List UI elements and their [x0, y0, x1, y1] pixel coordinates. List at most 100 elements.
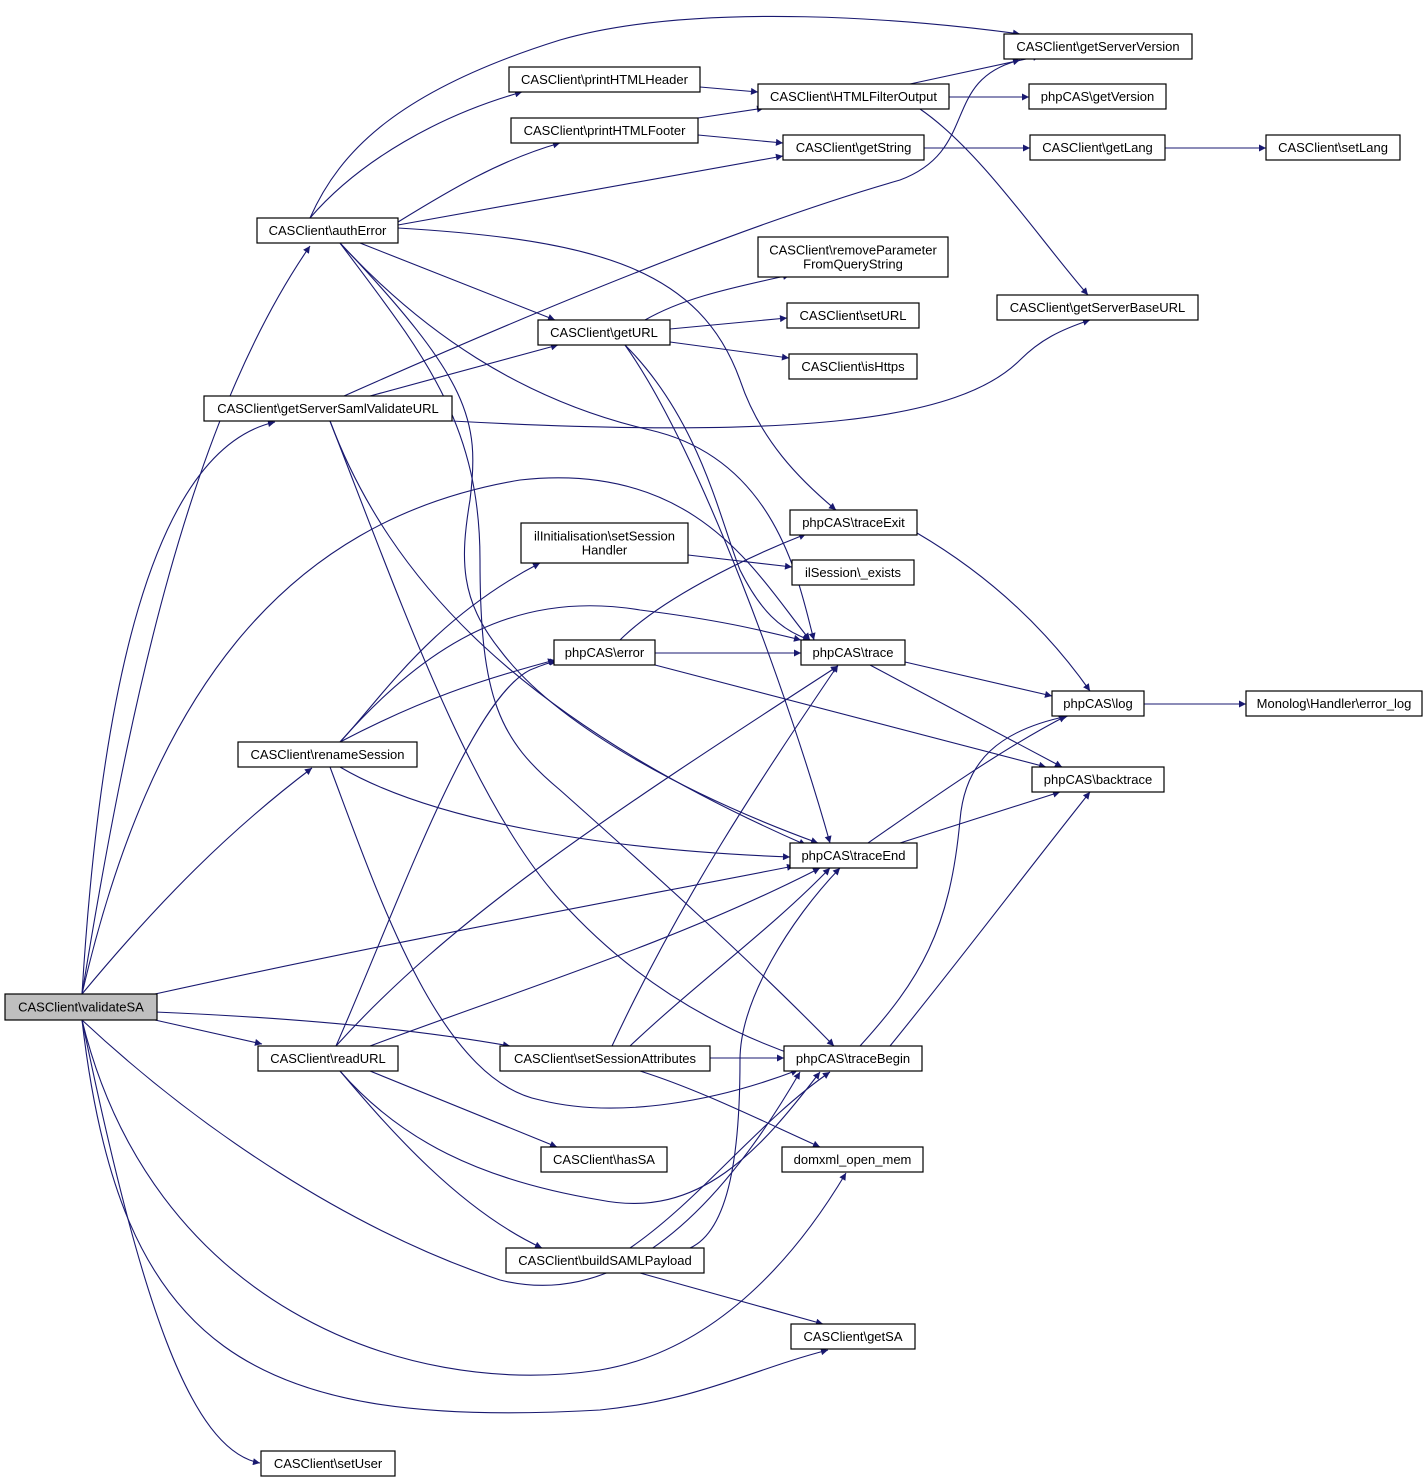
node-getServerVersion[interactable]: CASClient\getServerVersion	[1003, 33, 1193, 60]
edge-HTMLFilterOutput->getServerVersion	[909, 54, 1041, 85]
node-box-getString	[782, 134, 925, 161]
node-setURL[interactable]: CASClient\setURL	[786, 302, 920, 329]
node-setUser[interactable]: CASClient\setUser	[260, 1450, 396, 1477]
node-isHttps[interactable]: CASClient\isHttps	[788, 353, 918, 380]
node-box-traceEnd	[789, 842, 918, 869]
node-label-getServerBaseURL: CASClient\getServerBaseURL	[1010, 300, 1186, 315]
node-getVersion[interactable]: phpCAS\getVersion	[1028, 83, 1167, 110]
edge-validateSA->trace	[81, 477, 811, 995]
edge-setSessionAttributes->trace	[611, 664, 839, 1047]
edge-getURL->isHttps	[669, 341, 790, 361]
node-readURL[interactable]: CASClient\readURL	[257, 1045, 399, 1072]
node-label-getLang: CASClient\getLang	[1042, 140, 1153, 155]
node-trace[interactable]: phpCAS\trace	[800, 639, 906, 666]
node-box-getLang	[1029, 134, 1166, 161]
node-backtrace[interactable]: phpCAS\backtrace	[1031, 766, 1165, 793]
node-ilExists[interactable]: ilSession\_exists	[791, 559, 915, 586]
edge-authError->printHTMLFooter	[397, 141, 561, 223]
edge-validateSA->readURL	[154, 1019, 263, 1046]
node-box-setSessionAttributes	[499, 1045, 711, 1072]
node-log[interactable]: phpCAS\log	[1051, 690, 1145, 717]
node-domxml[interactable]: domxml_open_mem	[781, 1146, 924, 1173]
node-box-traceExit	[789, 509, 918, 536]
node-box-HTMLFilterOutput	[757, 83, 950, 110]
node-getServerBaseURL[interactable]: CASClient\getServerBaseURL	[996, 294, 1199, 321]
edge-HTMLFilterOutput->getServerBaseURL	[919, 108, 1089, 296]
edge-setSessionAttributes->domxml	[639, 1070, 821, 1148]
edge-validateSA->domxml	[81, 1019, 847, 1376]
node-label-log: phpCAS\log	[1063, 696, 1132, 711]
node-label-getVersion: phpCAS\getVersion	[1041, 89, 1154, 104]
edge-validateSA->setUser	[81, 1019, 261, 1466]
node-validateSA[interactable]: CASClient\validateSA	[4, 993, 158, 1021]
edge-authError->traceExit	[397, 227, 837, 511]
node-getLang[interactable]: CASClient\getLang	[1029, 134, 1166, 161]
node-box-traceBegin	[783, 1045, 923, 1072]
node-box-getServerVersion	[1003, 33, 1193, 60]
node-label-error: phpCAS\error	[565, 645, 645, 660]
node-getServerSamlValidateURL[interactable]: CASClient\getServerSamlValidateURL	[203, 395, 453, 422]
edge-validateSA->getServerSamlValidateURL	[81, 420, 276, 995]
node-buildSAMLPayload[interactable]: CASClient\buildSAMLPayload	[505, 1247, 705, 1274]
node-box-authError	[256, 217, 399, 244]
node-traceBegin[interactable]: phpCAS\traceBegin	[783, 1045, 923, 1072]
node-box-setLang	[1265, 134, 1401, 161]
edge-readURL->traceEnd	[369, 867, 821, 1047]
node-box-getVersion	[1028, 83, 1167, 110]
node-HTMLFilterOutput[interactable]: CASClient\HTMLFilterOutput	[757, 83, 950, 110]
edge-readURL->traceBegin	[339, 1070, 821, 1204]
node-label-renameSession: CASClient\renameSession	[251, 747, 405, 762]
node-box-domxml	[781, 1146, 924, 1173]
node-box-errorLog	[1245, 690, 1423, 717]
edge-validateSA->getSA	[81, 1019, 829, 1414]
node-traceExit[interactable]: phpCAS\traceExit	[789, 509, 918, 536]
node-box-removeParam	[757, 236, 949, 278]
edge-traceEnd->log	[867, 715, 1067, 844]
edge-getServerSamlValidateURL->getServerVersion	[343, 58, 1021, 397]
edge-readURL->error	[335, 658, 558, 1047]
node-box-getSA	[790, 1323, 916, 1350]
node-box-setUser	[260, 1450, 396, 1477]
node-setSessionAttributes[interactable]: CASClient\setSessionAttributes	[499, 1045, 711, 1072]
node-renameSession[interactable]: CASClient\renameSession	[237, 741, 418, 768]
node-getString[interactable]: CASClient\getString	[782, 134, 925, 161]
node-box-getServerBaseURL	[996, 294, 1199, 321]
node-box-backtrace	[1031, 766, 1165, 793]
edge-traceBegin->log	[859, 713, 1069, 1047]
node-printHTMLFooter[interactable]: CASClient\printHTMLFooter	[510, 117, 699, 144]
node-getSA[interactable]: CASClient\getSA	[790, 1323, 916, 1350]
node-label-getSA: CASClient\getSA	[804, 1329, 903, 1344]
edge-validateSA->renameSession	[81, 767, 313, 995]
nodes: CASClient\validateSACASClient\authErrorC…	[4, 33, 1423, 1477]
node-error[interactable]: phpCAS\error	[553, 639, 656, 666]
node-label-buildSAMLPayload: CASClient\buildSAMLPayload	[518, 1253, 691, 1268]
node-box-validateSA	[4, 993, 158, 1021]
node-box-error	[553, 639, 656, 666]
node-setLang[interactable]: CASClient\setLang	[1265, 134, 1401, 161]
node-label-setSessionAttributes: CASClient\setSessionAttributes	[514, 1051, 697, 1066]
node-printHTMLHeader[interactable]: CASClient\printHTMLHeader	[508, 66, 701, 93]
edge-traceExit->log	[916, 532, 1091, 692]
node-label-setLang: CASClient\setLang	[1278, 140, 1388, 155]
node-label-getString: CASClient\getString	[796, 140, 912, 155]
node-traceEnd[interactable]: phpCAS\traceEnd	[789, 842, 918, 869]
node-box-getServerSamlValidateURL	[203, 395, 453, 422]
node-label-backtrace: phpCAS\backtrace	[1044, 772, 1152, 787]
edge-setSessionAttributes->traceEnd	[629, 867, 831, 1047]
edge-validateSA->traceBegin	[81, 1019, 801, 1286]
node-box-printHTMLHeader	[508, 66, 701, 93]
node-label-domxml: domxml_open_mem	[794, 1152, 912, 1167]
edge-renameSession->traceEnd	[339, 766, 791, 861]
node-authError[interactable]: CASClient\authError	[256, 217, 399, 244]
node-label-traceBegin: phpCAS\traceBegin	[796, 1051, 910, 1066]
node-label-ilExists: ilSession\_exists	[805, 565, 902, 580]
node-hasSA[interactable]: CASClient\hasSA	[540, 1146, 668, 1173]
node-getURL[interactable]: CASClient\getURL	[537, 319, 671, 346]
node-label-removeParam-1: FromQueryString	[803, 257, 903, 272]
node-errorLog[interactable]: Monolog\Handler\error_log	[1245, 690, 1423, 717]
edge-trace->log	[904, 661, 1053, 698]
node-label-HTMLFilterOutput: CASClient\HTMLFilterOutput	[770, 89, 937, 104]
edge-getURL->removeParam	[644, 273, 791, 321]
